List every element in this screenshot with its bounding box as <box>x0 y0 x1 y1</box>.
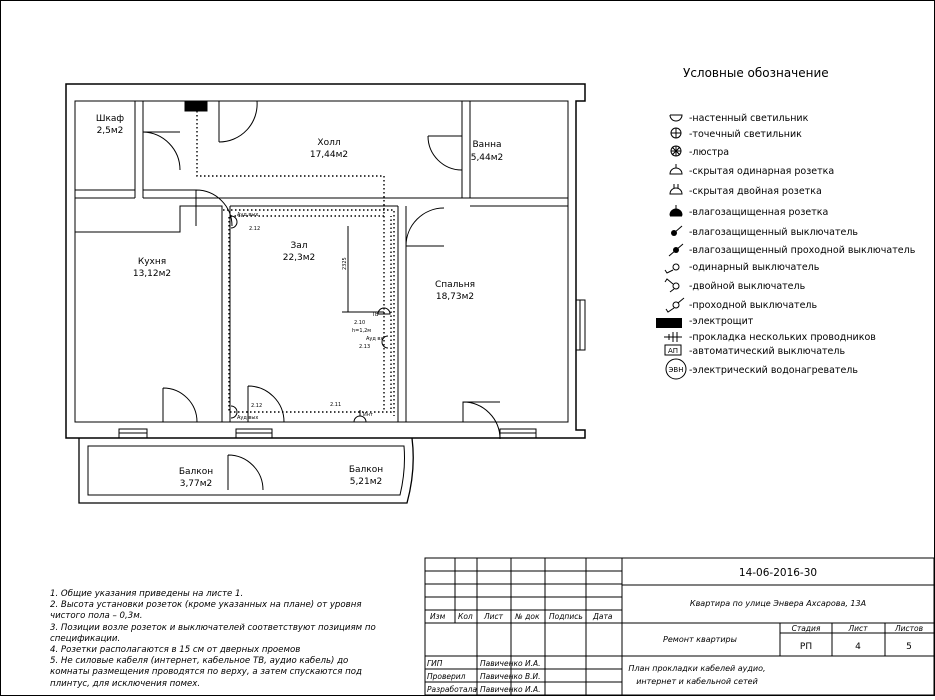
bedroom-area: 18,73м2 <box>436 292 474 302</box>
legend-item-label: -одинарный выключатель <box>689 262 820 273</box>
svg-text:АП: АП <box>668 347 678 355</box>
dimension-2325: 2325 <box>342 257 348 270</box>
legend-item-label: -люстра <box>689 147 729 158</box>
sheets-label: Листов <box>894 624 923 633</box>
internet-label: Инт <box>363 412 373 418</box>
legend-item-label: -скрытая одинарная розетка <box>689 166 834 177</box>
hall-area: 17,44м2 <box>310 150 348 160</box>
tv-label: ТВ <box>371 312 379 318</box>
floor-plan <box>65 83 586 504</box>
balcony2-area: 5,21м2 <box>350 477 383 487</box>
role-developer: Разработала <box>427 685 477 694</box>
note-4: 4. Розетки располагаются в 15 см от двер… <box>50 645 301 656</box>
general-notes: 1. Общие указания приведены на листе 1. … <box>50 589 390 690</box>
legend-item-label: -точечный светильник <box>689 129 802 140</box>
hdr-izm: Изм <box>430 612 446 621</box>
kitchen-name: Кухня <box>138 257 166 267</box>
balcony1-name: Балкон <box>179 467 213 477</box>
legend-item-label: -влагозащищенная розетка <box>689 207 828 218</box>
hdr-list: Лист <box>483 612 504 621</box>
wardrobe-name: Шкаф <box>96 114 125 124</box>
project-name: Ремонт квартиры <box>663 635 737 644</box>
bath-area: 5,44м2 <box>471 153 504 163</box>
waterproof-socket-icon <box>669 205 683 217</box>
name-developer: Павиченко И.А. <box>480 685 541 694</box>
note-1: 1. Общие указания приведены на листе 1. <box>50 589 244 599</box>
hdr-date: Дата <box>592 612 613 621</box>
role-checked: Проверил <box>427 672 466 681</box>
double-socket-icon <box>669 184 683 195</box>
wardrobe-area: 2,5м2 <box>97 126 124 136</box>
name-gip: Павиченко И.А. <box>480 659 541 668</box>
bedroom-name: Спальня <box>435 280 475 290</box>
legend-item-label: -проходной выключатель <box>689 300 817 311</box>
svg-text:ЭВН: ЭВН <box>669 366 684 374</box>
legend: -настенный светильник -точечный светильни… <box>656 113 916 380</box>
legend-title: Условные обозначение <box>683 66 829 80</box>
waterproof-passthrough-switch-icon <box>668 243 684 257</box>
hall-name: Холл <box>317 138 340 148</box>
legend-item-label: -скрытая двойная розетка <box>689 186 822 197</box>
legend-item-label: -влагозащищенный выключатель <box>689 227 858 238</box>
drawing-title-line2: интернет и кабельной сетей <box>636 677 758 686</box>
code-210: 2.10 <box>354 320 365 326</box>
stage-value: РП <box>800 642 812 652</box>
living-area: 22,3м2 <box>283 253 316 263</box>
double-switch-icon <box>664 278 680 293</box>
audio-out-top-label: Ауд вых <box>237 212 258 218</box>
title-block-text: Изм Кол Лист № док Подпись Дата ГИП Пави… <box>427 612 613 694</box>
sheet-label: Лист <box>847 624 868 633</box>
circuit-breaker-icon: АП <box>664 344 682 356</box>
code-212-top: 2.12 <box>249 226 260 232</box>
sheet-value: 4 <box>855 642 861 652</box>
balcony1-area: 3,77м2 <box>180 479 213 489</box>
legend-item-label: -двойной выключатель <box>689 281 806 292</box>
audio-in-label: Ауд вх <box>366 336 383 342</box>
drawing-title-line1: План прокладки кабелей аудио, <box>628 664 765 673</box>
legend-item-label: -влагозащищенный проходной выключатель <box>689 245 916 256</box>
height-label: h=1,2м <box>352 328 371 334</box>
title-block <box>424 557 935 696</box>
legend-item-label: -электрощит <box>689 316 754 327</box>
name-checked: Павиченко В.И. <box>480 672 541 681</box>
spot-light-icon <box>670 127 682 139</box>
balcony2-name: Балкон <box>349 465 383 475</box>
chandelier-icon <box>670 145 682 157</box>
water-heater-icon: ЭВН <box>665 358 687 380</box>
cable-route <box>196 111 395 416</box>
note-5: 5. Не силовые кабеля (интернет, кабельно… <box>50 656 362 689</box>
role-gip: ГИП <box>427 659 443 668</box>
living-name: Зал <box>290 241 307 251</box>
object-name: Квартира по улице Энвера Ахсарова, 13А <box>690 599 866 608</box>
audio-out-bottom-label: Ауд вых <box>237 415 258 421</box>
stage-label: Стадия <box>792 624 821 633</box>
drawing-code: 14-06-2016-30 <box>739 567 817 579</box>
legend-item-label: -автоматический выключатель <box>689 346 845 357</box>
single-socket-icon <box>669 164 683 175</box>
note-2: 2. Высота установки розеток (кроме указа… <box>50 600 362 622</box>
hdr-sign: Подпись <box>549 612 583 621</box>
bath-name: Ванна <box>473 140 502 150</box>
electrical-panel <box>184 100 208 112</box>
legend-item-label: -настенный светильник <box>689 113 809 124</box>
waterproof-switch-icon <box>671 225 683 236</box>
sheets-value: 5 <box>906 642 912 652</box>
kitchen-area: 13,12м2 <box>133 269 171 279</box>
code-212-bottom: 2.12 <box>251 403 262 409</box>
passthrough-switch-icon <box>665 297 685 313</box>
code-213: 2.13 <box>359 344 370 350</box>
hdr-doc: № док <box>514 612 540 621</box>
note-3: 3. Позиции возле розеток и выключателей … <box>50 622 376 644</box>
hdr-kol: Кол <box>458 612 473 621</box>
code-211: 2.11 <box>330 402 341 408</box>
legend-item-label: -электрический водонагреватель <box>689 365 858 376</box>
single-switch-icon <box>664 263 680 274</box>
legend-item-label: -прокладка нескольких проводников <box>689 332 876 343</box>
electrical-panel-icon <box>656 318 682 328</box>
multi-wire-icon <box>664 332 682 342</box>
wall-light-icon <box>669 114 683 122</box>
